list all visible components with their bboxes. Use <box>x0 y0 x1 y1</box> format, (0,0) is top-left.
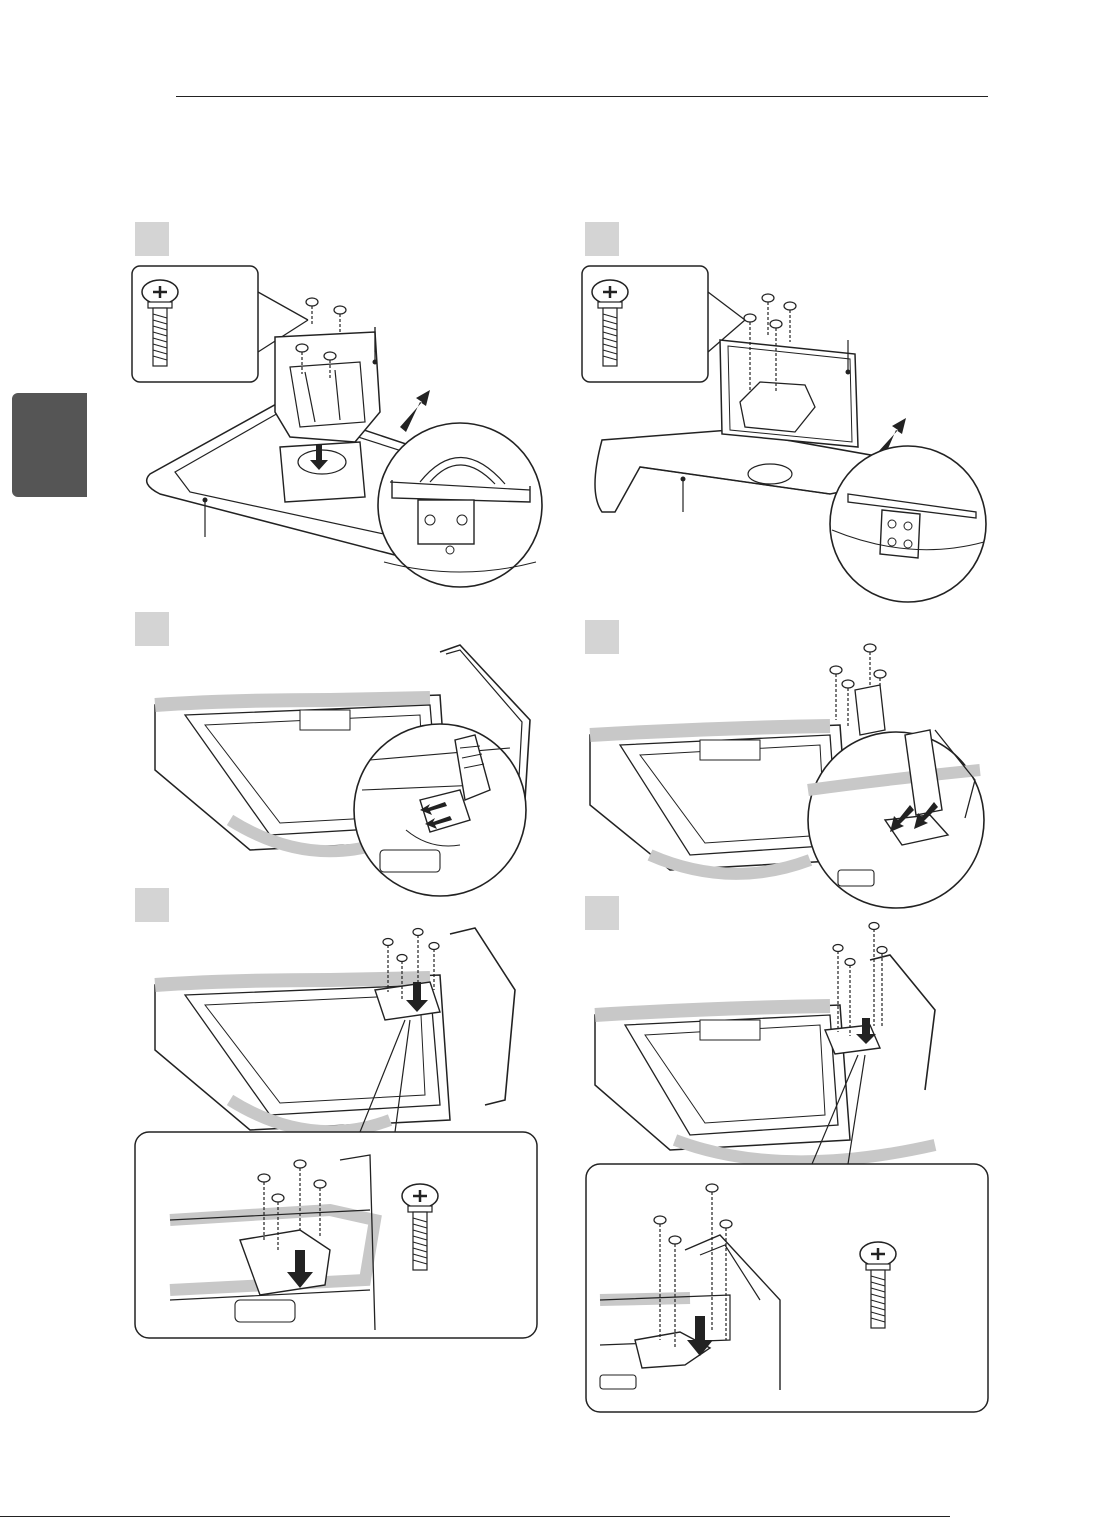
chapter-tab <box>12 393 87 497</box>
step-box-1-right <box>585 222 619 256</box>
illustration-step1-right <box>580 262 1000 602</box>
tv-panel <box>595 1005 935 1161</box>
illustration-step3-left <box>130 920 550 1350</box>
header-rule <box>176 96 988 97</box>
illustration-step2-left <box>130 640 550 900</box>
stand-neck <box>855 685 885 735</box>
footer-rule <box>0 1516 950 1517</box>
detail-magnifier <box>354 724 526 896</box>
detail-callout-box <box>135 1132 537 1338</box>
arrow-up-right-icon <box>400 390 430 432</box>
step-box-1-left <box>135 222 169 256</box>
stand-plate <box>720 340 858 447</box>
illustration-step3-right <box>580 920 1000 1420</box>
detail-callout-box <box>586 1164 988 1412</box>
illustration-step2-right <box>580 640 1000 910</box>
illustration-step1-left <box>130 262 550 602</box>
detail-magnifier <box>830 446 986 602</box>
detail-magnifier <box>378 423 542 587</box>
